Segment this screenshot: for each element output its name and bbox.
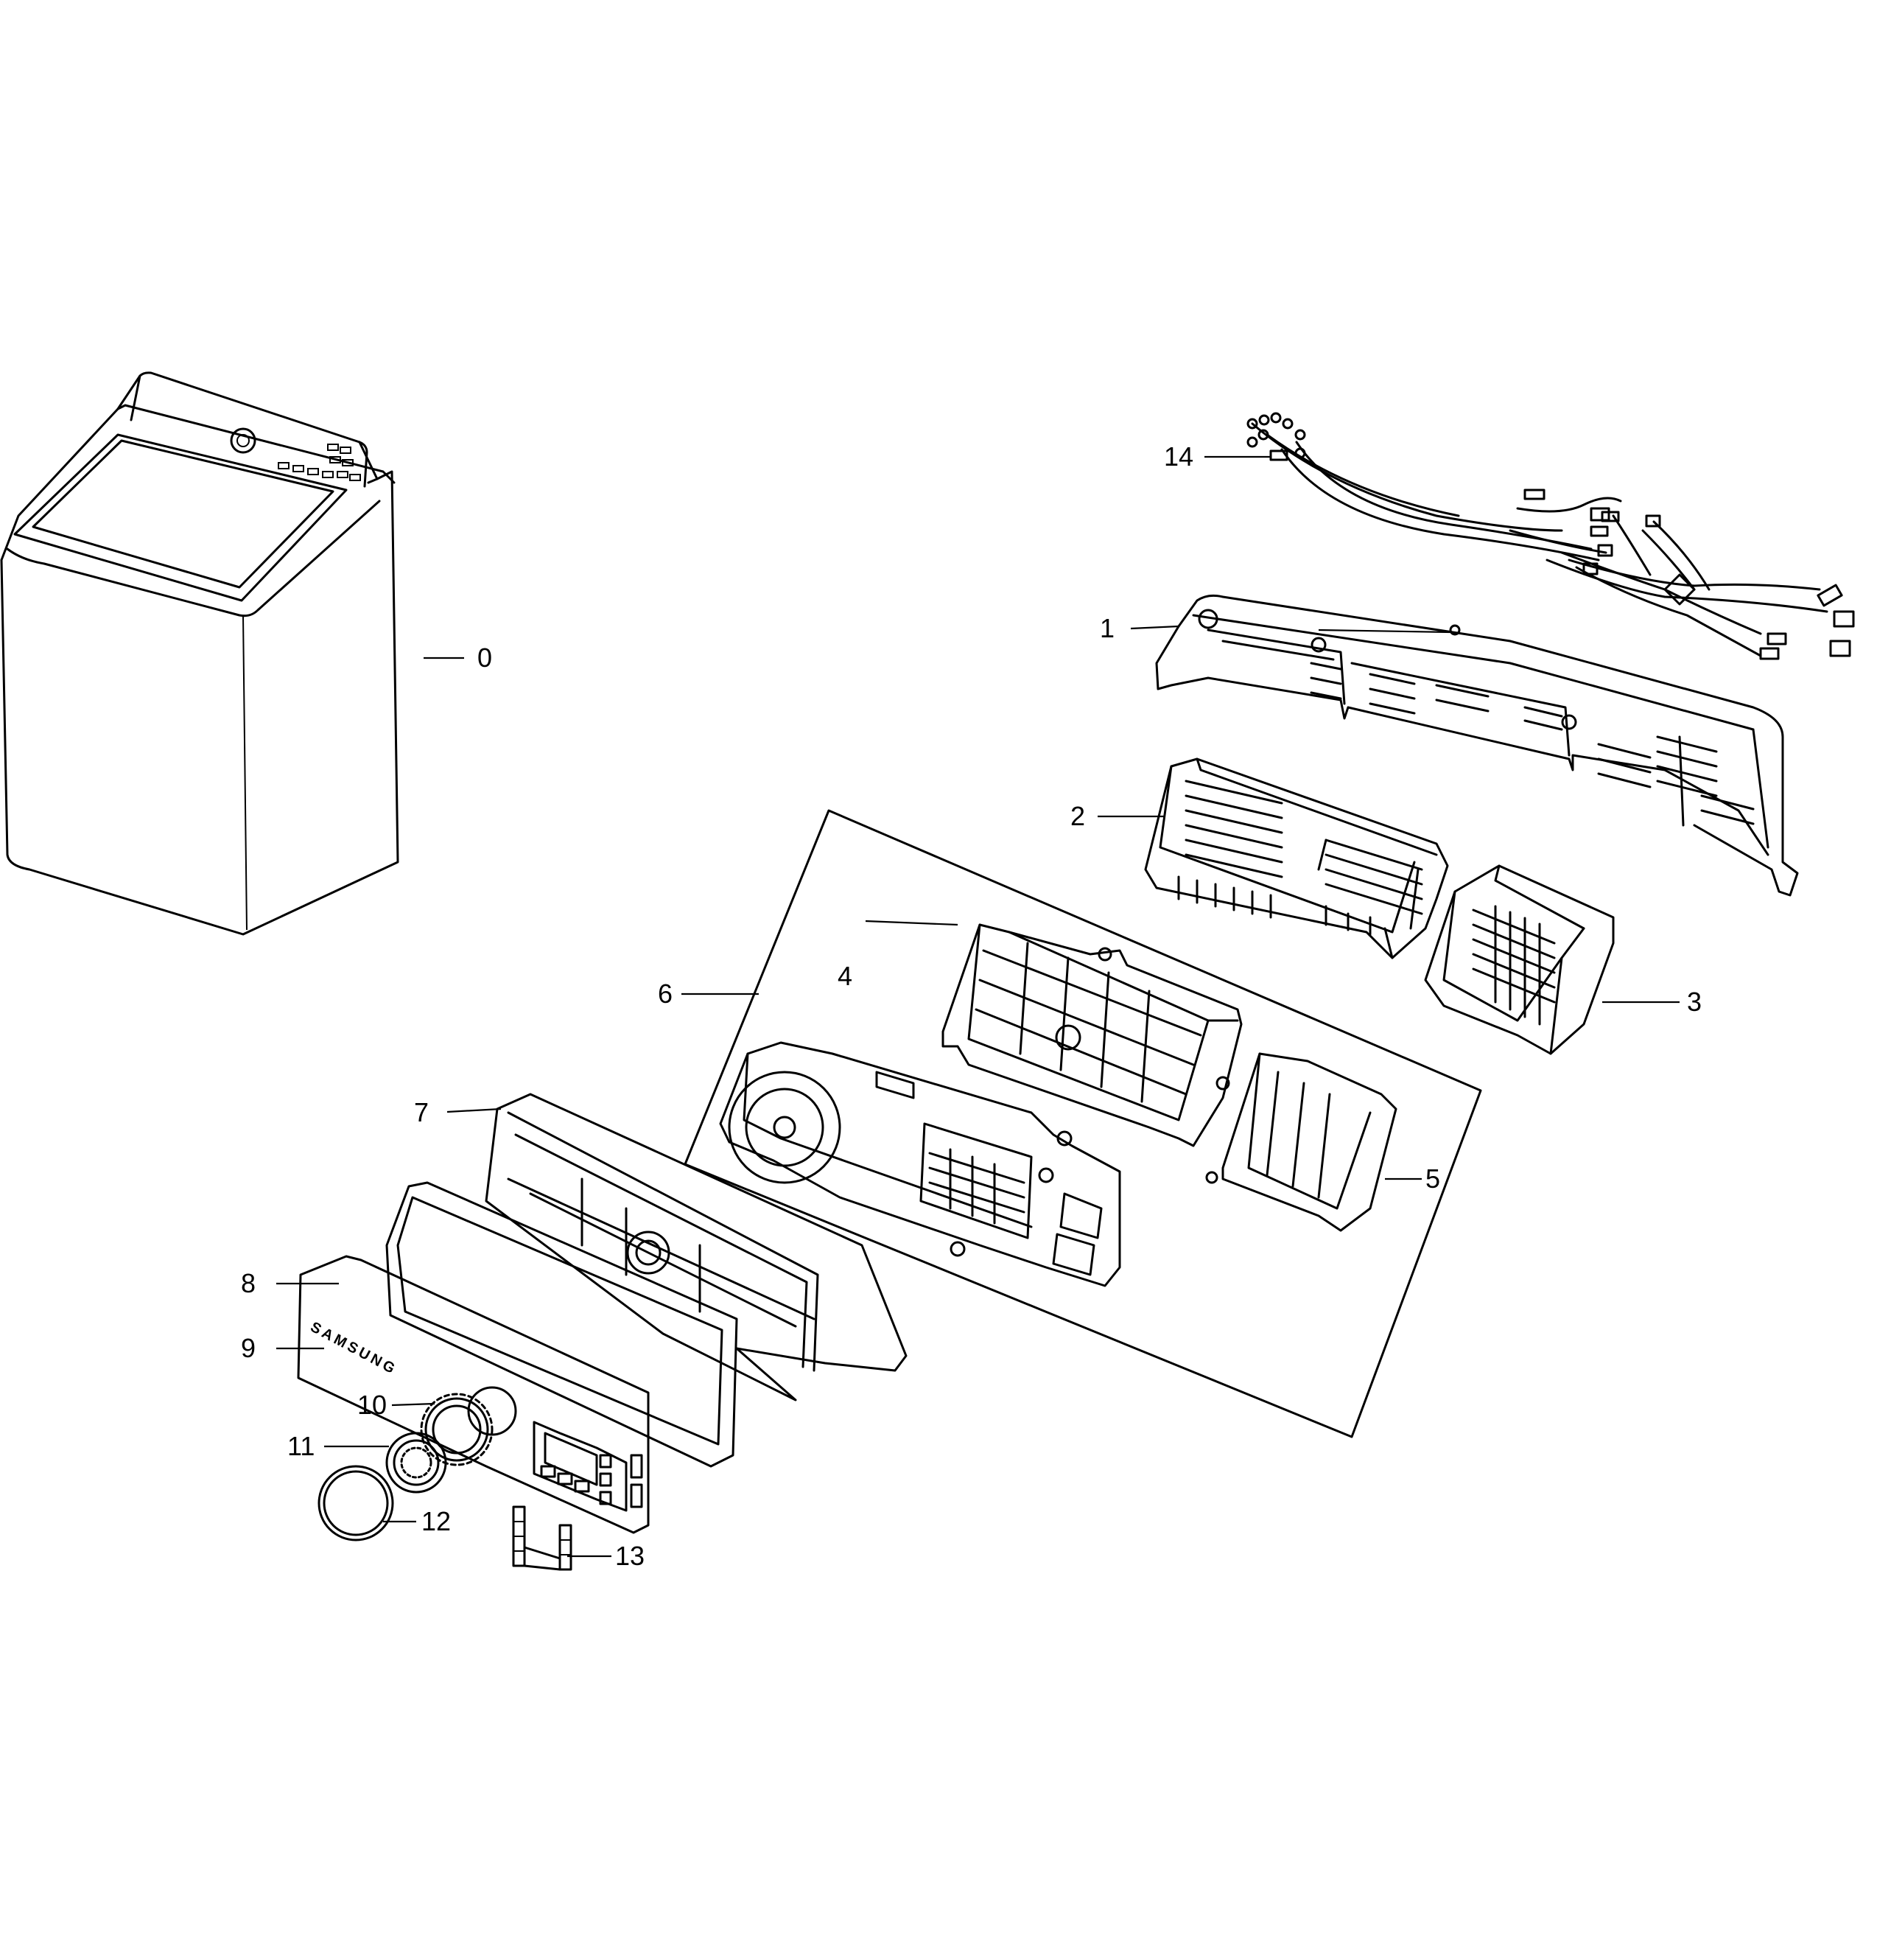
pcb-main-pins: [928, 1148, 1025, 1225]
pcb-cover-left-slots: [1177, 780, 1423, 936]
callout-labels: 0 1 2 3 4 5 6 7 8 9 10 11 12 13 14: [241, 441, 1702, 1571]
control-frame-drawing: [485, 1093, 908, 1401]
callout-14: 14: [1164, 441, 1193, 472]
callout-0: 0: [477, 643, 492, 673]
pcb-cover-left-drawing: [1144, 757, 1449, 959]
wire-harness-drawing: [1246, 412, 1855, 660]
pcb-small-module-drawing: [1205, 1052, 1397, 1232]
washer-control-buttons: [278, 444, 361, 481]
front-panel-buttons: [540, 1454, 643, 1508]
callout-4: 4: [838, 961, 852, 991]
pcb-upper-case-grid: [975, 942, 1202, 1103]
knob-gear-drawing: [385, 1432, 447, 1494]
front-panel-drawing: [297, 1255, 650, 1534]
button-membrane-drawing: [512, 1505, 572, 1571]
washer-drawing: [0, 371, 399, 936]
control-panel-housing-drawing: [1155, 594, 1799, 897]
callout-7: 7: [414, 1097, 429, 1127]
pcb-upper-case-drawing: [941, 923, 1243, 1147]
control-panel-window-drawing: [385, 1181, 738, 1468]
harness-terminals: [1246, 412, 1306, 459]
knob-ring-drawing: [420, 1393, 494, 1466]
pcb-assembly-outline: [684, 809, 1482, 1438]
harness-connectors: [1269, 449, 1855, 660]
callout-9: 9: [241, 1333, 256, 1363]
pcb-cover-right-slots: [1472, 905, 1556, 1026]
pcb-main-board-drawing: [719, 1041, 1121, 1287]
leader-lines: [276, 455, 1680, 1558]
pcb-cover-right-drawing: [1424, 864, 1615, 1055]
callout-1: 1: [1100, 613, 1115, 643]
callout-5: 5: [1425, 1163, 1440, 1194]
callout-11: 11: [287, 1431, 315, 1461]
callout-2: 2: [1070, 801, 1085, 831]
knob-cap-drawing: [317, 1465, 394, 1541]
callout-3: 3: [1687, 987, 1702, 1017]
callout-12: 12: [421, 1506, 451, 1536]
callout-10: 10: [357, 1390, 387, 1420]
callout-13: 13: [615, 1541, 645, 1571]
callout-8: 8: [241, 1268, 256, 1298]
callout-6: 6: [658, 979, 673, 1009]
housing-vents: [1310, 662, 1755, 825]
